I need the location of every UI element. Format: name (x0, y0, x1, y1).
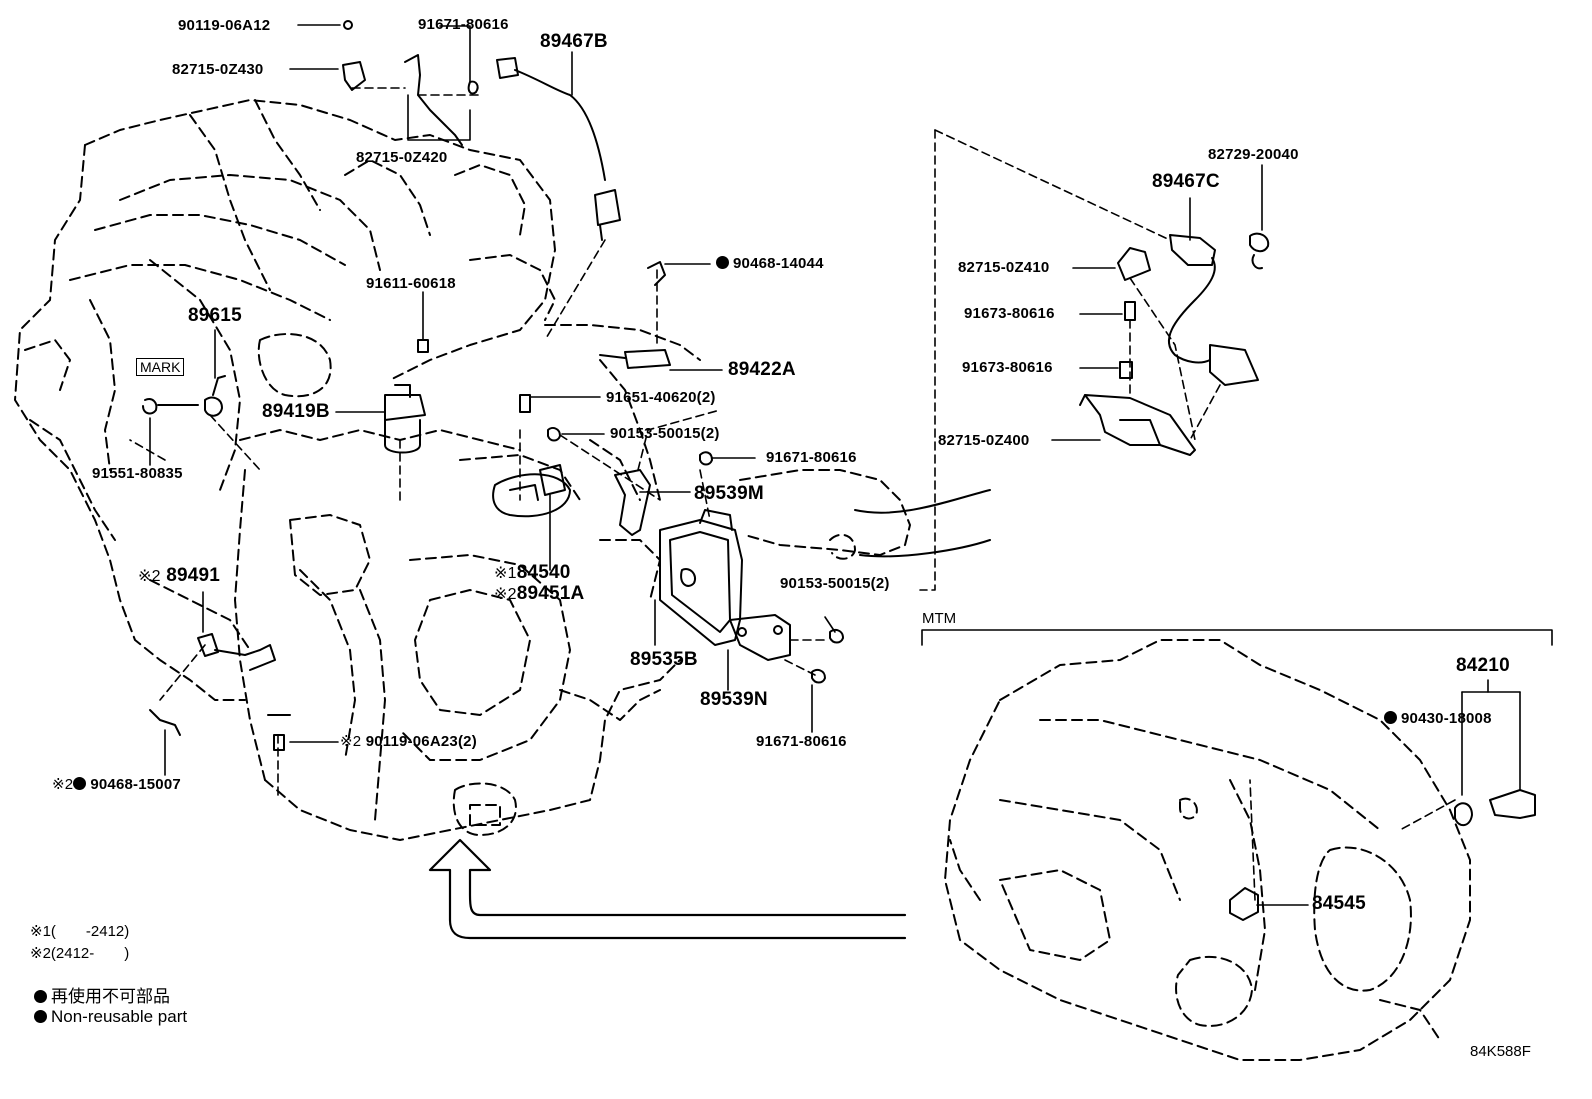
non-reusable-dot (716, 256, 729, 269)
sensor-89467B-drawing (496, 57, 621, 241)
part-label-82715-0Z400: 82715-0Z400 (938, 432, 1030, 449)
part-label-89539M: 89539M (694, 483, 764, 504)
part-label-84545: 84545 (1312, 893, 1366, 914)
legend-dot (34, 990, 47, 1003)
engine-assembly-outline (14, 99, 701, 841)
diagram-code: 84K588F (1470, 1043, 1531, 1060)
detail-bracket-82715-0Z400-drawing (1079, 394, 1196, 456)
part-number: 90468-15007 (90, 776, 181, 793)
part-label-89467B: 89467B (540, 31, 608, 52)
part-label-89491: ※2 89491 (138, 566, 220, 585)
sensor-89615-drawing (142, 375, 226, 417)
part-label-91551-80835: 91551-80835 (92, 465, 183, 482)
bracket-89539N-drawing (729, 614, 791, 661)
part-label-91671-80616-mid: 91671-80616 (766, 449, 857, 466)
non-reusable-dot (73, 777, 87, 790)
bracket-82715-0Z420-drawing (404, 54, 479, 146)
bolt-drawings (267, 339, 844, 751)
bracket-82715-0Z430-drawing (342, 20, 366, 91)
part-number: 84540 (516, 562, 571, 583)
non-reusable-dot (1384, 711, 1397, 724)
mtm-sensor-84210-drawing (1454, 789, 1536, 827)
part-label-89451A: ※289451A (494, 584, 584, 603)
part-label-90153-50015-lower: 90153-50015(2) (780, 575, 890, 592)
exhaust-line-b (859, 539, 991, 558)
part-label-84210: 84210 (1456, 655, 1510, 676)
part-label-82715-0Z420: 82715-0Z420 (356, 149, 448, 166)
detail-sensor-89467C-drawing (1168, 232, 1270, 386)
part-label-89535B: 89535B (630, 649, 698, 670)
part-label-82715-0Z430: 82715-0Z430 (172, 61, 264, 78)
clamp-90468-14044-drawing (647, 261, 666, 286)
direction-arrow (428, 838, 907, 940)
ref-mark-2: ※2 (340, 733, 362, 750)
exhaust-line-a (854, 489, 991, 514)
note-ref2: ※2(2412- ) (30, 945, 130, 962)
speed-sensor-89422A-drawing (599, 349, 671, 369)
detail-bolts (1119, 301, 1136, 379)
part-label-91673-80616-lower: 91673-80616 (962, 359, 1053, 376)
part-label-91673-80616-upper: 91673-80616 (964, 305, 1055, 322)
detail-bracket-82715-0Z410-drawing (1117, 247, 1151, 281)
part-number: 89451A (516, 583, 585, 604)
part-label-91671-80616-low: 91671-80616 (756, 733, 847, 750)
part-label-82729-20040: 82729-20040 (1208, 146, 1299, 163)
part-label-91611-60618: 91611-60618 (366, 275, 456, 292)
sensor-89491-drawing (149, 633, 276, 736)
part-label-90468-15007: ※2 90468-15007 (52, 777, 181, 792)
sensor-89419B-drawing (384, 384, 426, 454)
legend-non-reusable-en: Non-reusable part (34, 1007, 187, 1027)
section-label-mtm: MTM (922, 610, 957, 627)
legend-dot (34, 1010, 47, 1023)
part-number: 89491 (166, 565, 221, 586)
ref-mark-2: ※2 (494, 586, 517, 603)
part-label-82715-0Z410: 82715-0Z410 (958, 259, 1050, 276)
bracket-89539M-drawing (614, 469, 651, 536)
note-ref1: ※1( -2412) (30, 923, 130, 940)
neutral-switch-84540-drawing (492, 464, 571, 518)
part-label-91671-80616-top: 91671-80616 (418, 16, 509, 33)
ref-mark-1: ※1 (494, 565, 517, 582)
part-number: 90430-18008 (1401, 710, 1492, 727)
assembly-lines (129, 87, 1456, 901)
part-label-89467C: 89467C (1152, 171, 1220, 192)
mtm-plug-84545-drawing (1229, 887, 1259, 921)
part-label-89539N: 89539N (700, 689, 768, 710)
part-label-84540: ※184540 (494, 563, 571, 582)
mtm-transaxle-outline (944, 639, 1471, 1061)
ref-mark-2: ※2 (52, 776, 74, 793)
legend-text-jp: 再使用不可部品 (51, 987, 170, 1006)
ecu-module-drawing (659, 509, 743, 646)
part-label-90430-18008: 90430-18008 (1384, 711, 1492, 726)
mark-label: MARK (136, 358, 185, 376)
legend-text-en: Non-reusable part (51, 1007, 188, 1026)
mtm-bracket-line (921, 629, 1553, 646)
part-label-90119-06A23: ※2 90119-06A23(2) (340, 734, 477, 749)
part-label-90468-14044: 90468-14044 (716, 256, 824, 271)
part-label-89422A: 89422A (728, 359, 796, 380)
part-label-91651-40620: 91651-40620(2) (606, 389, 716, 406)
part-number: 90119-06A23(2) (365, 733, 477, 750)
legend-non-reusable-jp: 再使用不可部品 (34, 982, 170, 1007)
part-label-90153-50015-upper: 90153-50015(2) (610, 425, 720, 442)
ref-mark-2: ※2 (138, 568, 161, 585)
part-label-89419B: 89419B (262, 401, 330, 422)
exhaust-pipe (739, 469, 911, 560)
part-label-89615: 89615 (188, 305, 242, 326)
part-label-90119-06A12: 90119-06A12 (178, 17, 271, 34)
leader-lines (149, 24, 1521, 906)
part-number: 90468-14044 (733, 255, 824, 272)
